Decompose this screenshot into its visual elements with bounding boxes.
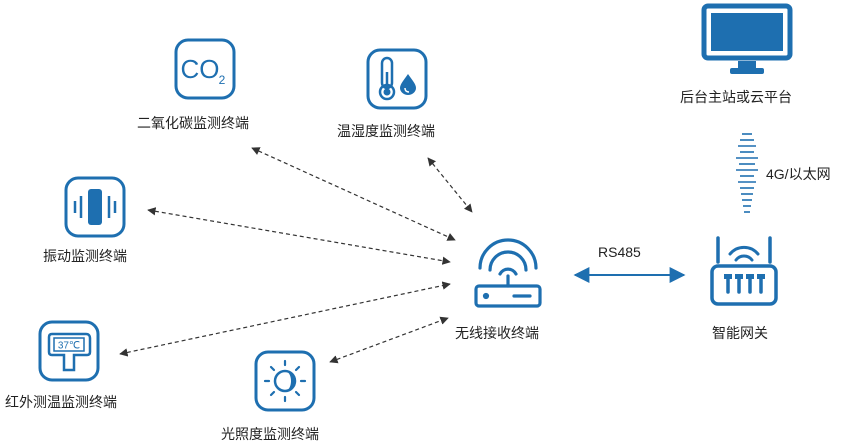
- rs485-label: RS485: [598, 244, 641, 260]
- svg-text:CO: CO: [181, 54, 220, 84]
- wireless-router-icon: [474, 238, 542, 308]
- monitor-icon: [701, 3, 793, 74]
- light-terminal-label: 光照度监测终端: [221, 427, 319, 443]
- uplink-label: 4G/以太网: [766, 166, 831, 182]
- co2-terminal-label: 二氧化碳监测终端: [137, 116, 249, 132]
- gateway-icon: [710, 236, 778, 306]
- link-vibration-receiver: [147, 207, 451, 265]
- svg-text:37℃: 37℃: [58, 341, 80, 352]
- vibration-terminal-label: 振动监测终端: [43, 249, 127, 265]
- light-sensor-icon: [254, 350, 316, 412]
- link-light-receiver: [329, 316, 449, 364]
- co2-icon: CO 2: [174, 38, 236, 100]
- link-infrared-receiver: [119, 281, 451, 357]
- gateway-label: 智能网关: [712, 326, 768, 342]
- wireless-receiver-label: 无线接收终端: [455, 326, 539, 342]
- thermometer-drop-icon: [366, 48, 428, 110]
- link-co2-receiver: [251, 147, 456, 241]
- link-temp-receiver: [427, 157, 473, 213]
- vibration-icon: [64, 176, 126, 238]
- backend-label: 后台主站或云平台: [680, 90, 792, 106]
- ir-thermometer-icon: 37℃: [38, 320, 100, 382]
- svg-text:2: 2: [219, 73, 226, 87]
- temp-humidity-terminal-label: 温湿度监测终端: [337, 124, 435, 140]
- infrared-terminal-label: 红外测温监测终端: [5, 395, 117, 411]
- uplink-signal: [736, 133, 758, 213]
